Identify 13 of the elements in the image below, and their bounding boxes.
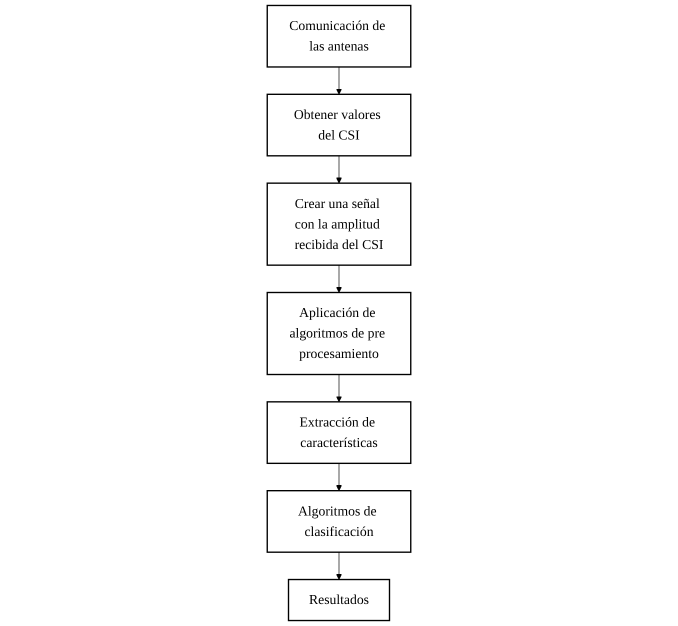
node-box: Obtener valores del CSI <box>266 94 412 156</box>
arrow <box>336 264 342 293</box>
node-box: Extracción de características <box>266 401 412 464</box>
node-box: Comunicación de las antenas <box>266 4 412 68</box>
node-box: Resultados <box>288 578 390 622</box>
arrow <box>336 463 342 491</box>
arrow <box>336 155 342 184</box>
arrow <box>336 66 342 95</box>
arrow <box>336 552 342 580</box>
node-box: Crear una señal con la amplitud recibida del CSI <box>266 182 412 266</box>
arrow <box>336 374 342 402</box>
node-box: Algoritmos de clasificación <box>266 490 412 553</box>
node-box: Aplicación de algoritmos de pre procesamiento <box>266 292 412 376</box>
